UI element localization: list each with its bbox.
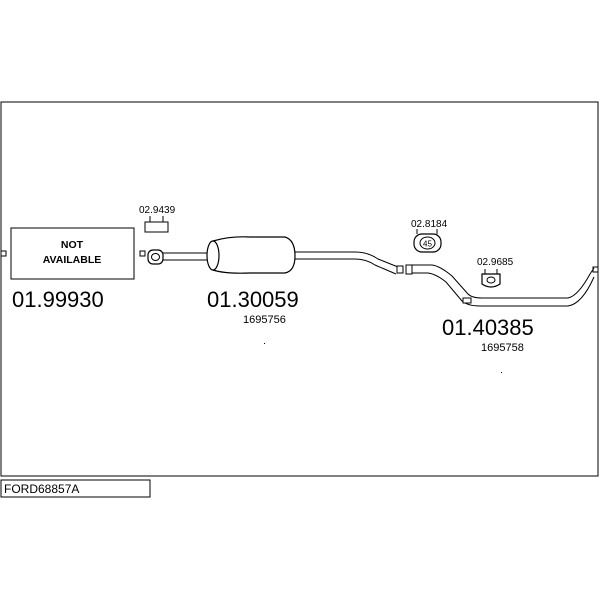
gasket-top-pins: [149, 216, 164, 222]
gasket-ring: [147, 249, 164, 265]
gasket-accessory[interactable]: 02.9439: [139, 205, 176, 265]
rear-pipe-upper: [431, 264, 595, 299]
clamp-part-number: 02.8184: [411, 219, 448, 230]
drawing-code: FORD68857A: [4, 482, 79, 496]
rear-pipe-part[interactable]: 01.40385 1695758: [405, 264, 595, 373]
hanger-pins: [484, 269, 498, 274]
front-part-end-mark: [139, 250, 146, 257]
rear-inlet-pipe: [412, 264, 432, 274]
middle-part-oem: 1695756: [243, 314, 286, 326]
hanger-body: [481, 273, 501, 288]
rear-pipe-lower: [427, 272, 595, 307]
rear-part-number: 01.40385: [442, 315, 534, 340]
clamp-bolts: [416, 229, 438, 234]
middle-muffler-body: [207, 236, 296, 274]
clamp-inner: [419, 236, 436, 250]
middle-muffler-end-cap: [206, 240, 220, 271]
rear-part-oem: 1695758: [481, 342, 524, 354]
middle-part-dot: [264, 343, 265, 344]
middle-part-number: 01.30059: [207, 287, 299, 312]
clamp-size-label: 45: [423, 240, 432, 249]
clamp-accessory[interactable]: 02.8184 45: [411, 219, 448, 253]
hanger-accessory[interactable]: 02.9685: [477, 257, 514, 288]
front-part-number: 01.99930: [12, 287, 104, 312]
gasket-top-plate: [144, 221, 169, 233]
hanger-part-number: 02.9685: [477, 257, 514, 268]
gasket-part-number: 02.9439: [139, 205, 176, 216]
right-connector-mark: [592, 266, 599, 273]
not-available-line1: NOT: [61, 239, 84, 251]
middle-outlet-pipe: [295, 251, 399, 275]
middle-muffler-part[interactable]: 01.30059 1695756: [163, 236, 404, 344]
rear-pipe-bracket: [462, 297, 472, 304]
middle-outlet-end-mark: [396, 265, 404, 274]
middle-inlet-pipe: [163, 252, 208, 261]
front-part[interactable]: NOT AVAILABLE 01.99930: [10, 227, 146, 312]
diagram-frame: [0, 101, 599, 477]
not-available-line2: AVAILABLE: [43, 254, 102, 266]
left-connector-mark: [0, 250, 7, 257]
rear-inlet-sleeve: [405, 264, 413, 275]
gasket-hole: [151, 253, 160, 261]
drawing-code-box: [0, 479, 151, 498]
hanger-hole: [486, 276, 496, 284]
rear-part-dot: [501, 372, 502, 373]
not-available-box: [10, 227, 135, 280]
